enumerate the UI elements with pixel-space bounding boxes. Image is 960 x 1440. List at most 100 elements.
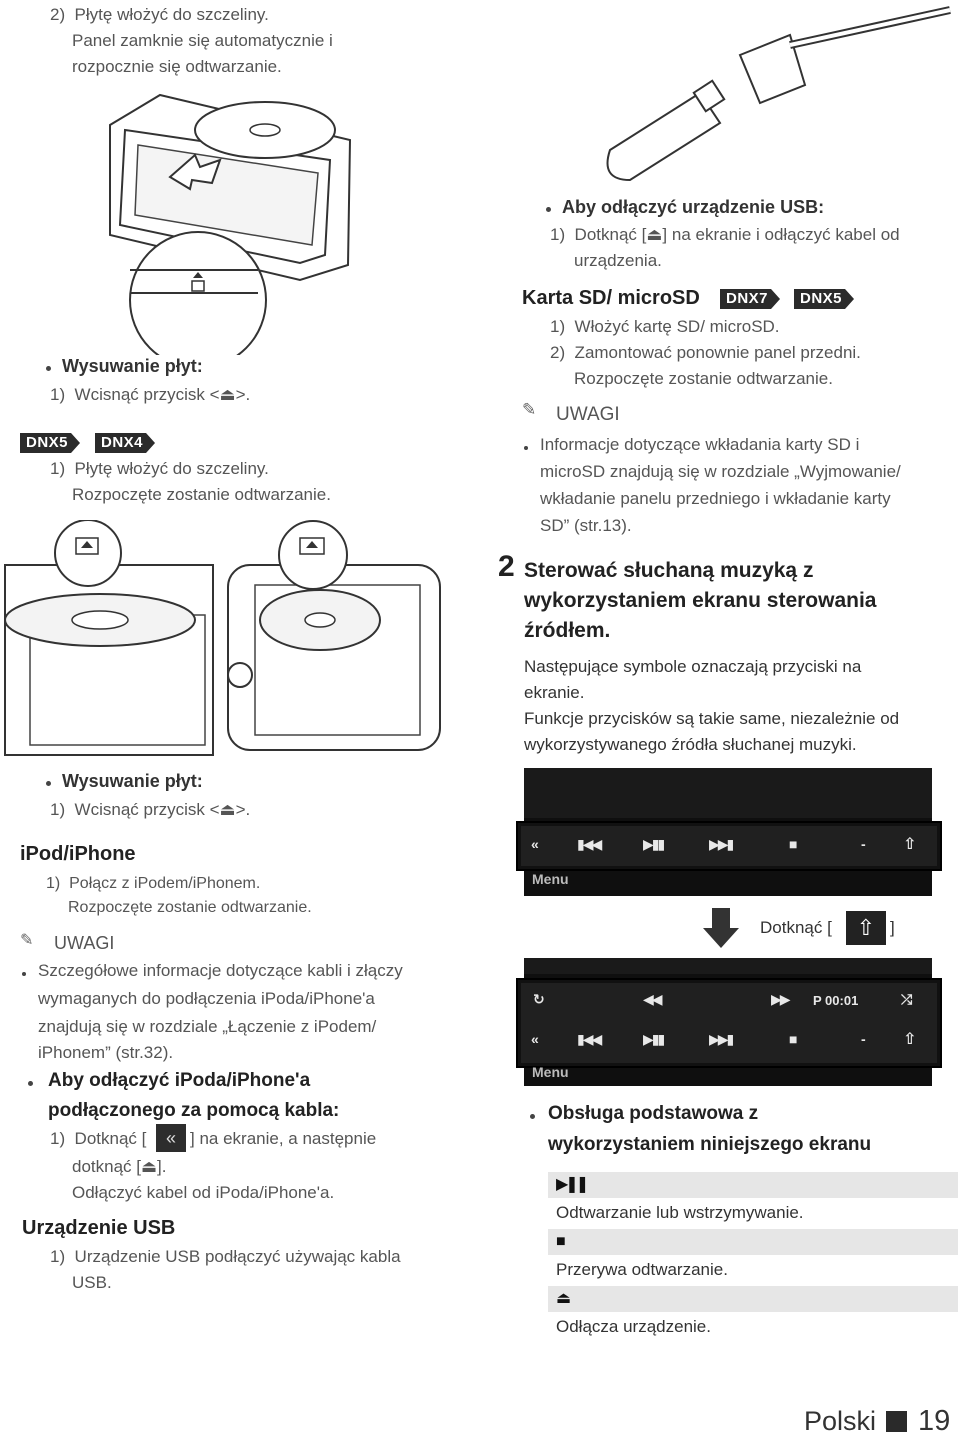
eject1-title: Wysuwanie płyt:: [62, 356, 203, 376]
right-note-line4: SD” (str.13).: [540, 516, 632, 535]
menu-label[interactable]: Menu: [532, 871, 569, 887]
pencil-icon: ✎: [522, 400, 537, 419]
up-arrow-icon[interactable]: ⇧: [903, 1031, 916, 1048]
footer-square-icon: [886, 1411, 907, 1432]
shuffle-icon[interactable]: ⤮: [901, 991, 912, 1007]
badge-dnx4: DNX4: [95, 433, 155, 453]
usb-disc-line1: 1) Dotknąć [⏏] na ekranie i odłączyć kab…: [550, 225, 900, 244]
step2-line3: rozpocznie się odtwarzanie.: [72, 57, 282, 76]
badge-dnx5: DNX5: [20, 433, 80, 453]
bullet-dot: [46, 366, 51, 371]
step-title-line3: źródłem.: [524, 619, 611, 642]
bullet-dot: [28, 1081, 33, 1086]
previous-icon[interactable]: ▮◀◀: [577, 836, 602, 852]
play-pause-icon: ▶❚❚: [556, 1176, 589, 1193]
eject2-step: 1) Wcisnąć przycisk <⏏>.: [50, 800, 251, 819]
eject-icon: ⏏: [556, 1290, 572, 1307]
dnx-step-line2: Rozpoczęte zostanie odtwarzanie.: [72, 485, 331, 504]
back-chevron-icon[interactable]: «: [531, 1031, 539, 1047]
usb-step-line2: USB.: [72, 1273, 112, 1292]
disconnect-ipod-step1a: 1) Dotknąć [: [50, 1129, 147, 1148]
stop-icon[interactable]: ■: [789, 1031, 798, 1047]
up-arrow-icon: ⇧: [846, 911, 886, 945]
note-line1: Szczegółowe informacje dotyczące kabli i…: [38, 961, 403, 980]
ipod-heading: iPod/iPhone: [20, 843, 136, 865]
next-icon[interactable]: ▶▶▮: [709, 1031, 734, 1047]
usb-heading: Urządzenie USB: [22, 1217, 176, 1239]
up-arrow-icon[interactable]: ⇧: [903, 836, 916, 853]
back-chevron-icon[interactable]: «: [531, 836, 539, 852]
stop-icon[interactable]: ■: [789, 836, 798, 852]
footer-page-number: 19: [918, 1405, 951, 1437]
eject-units-illustration: [4, 520, 441, 756]
bullet-dot: [46, 781, 51, 786]
step-title-line2: wykorzystaniem ekranu sterowania: [524, 589, 877, 612]
note-label: UWAGI: [54, 933, 115, 953]
time-display: P 00:01: [813, 993, 859, 1008]
step-title-line1: Sterować słuchaną muzyką z: [524, 559, 814, 582]
op-bar-stop: ■: [548, 1229, 958, 1255]
bullet-dot: [524, 446, 528, 450]
repeat-icon[interactable]: ↻: [533, 991, 545, 1007]
previous-icon[interactable]: ▮◀◀: [577, 1031, 602, 1047]
usb-step-line1: 1) Urządzenie USB podłączyć używając kab…: [50, 1247, 401, 1266]
op-text-eject: Odłącza urządzenie.: [556, 1317, 711, 1336]
note-line4: iPhonem” (str.32).: [38, 1043, 174, 1062]
stop-icon: ■: [556, 1233, 566, 1250]
basic-title-line1: Obsługa podstawowa z: [548, 1103, 759, 1124]
dnx-step-line1: 1) Płytę włożyć do szczeliny.: [50, 459, 269, 478]
step2-line1: 2) Płytę włożyć do szczeliny.: [50, 5, 269, 24]
sd-line1: 1) Włożyć kartę SD/ microSD.: [550, 317, 780, 336]
control-screen-2: ↻ ◀◀ ▶▶ P 00:01 ⤮ « ▮◀◀ ▶▮▮ ▶▶▮ ■ - ⇧ Me…: [516, 958, 942, 1086]
ipod-step-line1: 1) Połącz z iPodem/iPhonem.: [46, 875, 261, 892]
play-pause-icon[interactable]: ▶▮▮: [643, 836, 665, 852]
usb-disc-line2: urządzenia.: [574, 251, 662, 270]
dash-icon: -: [861, 836, 865, 852]
basic-title-line2: wykorzystaniem niniejszego ekranu: [548, 1134, 872, 1155]
control-screen-1: « ▮◀◀ ▶▮▮ ▶▶▮ ■ - ⇧ Menu: [516, 768, 942, 896]
sd-line3: Rozpoczęte zostanie odtwarzanie.: [574, 369, 833, 388]
dash-icon: -: [861, 1031, 865, 1047]
right-note-line2: microSD znajdują się w rozdziale „Wyjmow…: [540, 462, 901, 481]
badge-dnx7: DNX7: [720, 289, 780, 309]
step-body-line2: ekranie.: [524, 683, 585, 702]
pencil-icon: ✎: [20, 932, 34, 949]
op-bar-eject: ⏏: [548, 1286, 958, 1312]
step-body-line3: Funkcje przycisków są takie same, niezal…: [524, 709, 900, 728]
bullet-dot: [22, 972, 26, 976]
disconnect-ipod-step2: dotknąć [⏏].: [72, 1157, 167, 1176]
note-line2: wymaganych do podłączenia iPoda/iPhone'a: [38, 989, 375, 1008]
disconnect-ipod-title-line2: podłączonego za pomocą kabla:: [48, 1100, 340, 1121]
disc-insert-illustration: [109, 93, 352, 355]
control-bar: « ▮◀◀ ▶▮▮ ▶▶▮ ■ - ⇧: [516, 821, 942, 871]
eject2-title: Wysuwanie płyt:: [62, 771, 203, 791]
note-label: UWAGI: [556, 404, 620, 425]
ipod-step-line2: Rozpoczęte zostanie odtwarzanie.: [68, 899, 312, 916]
usb-stick-illustration: [606, 6, 951, 182]
next-icon[interactable]: ▶▶▮: [709, 836, 734, 852]
step2-line2: Panel zamknie się automatycznie i: [72, 31, 333, 50]
touch-label: Dotknąć [: [760, 918, 832, 937]
step-body-line4: wykorzystywanego źródła słuchanej muzyki…: [524, 735, 857, 754]
footer-language: Polski: [804, 1406, 877, 1436]
rewind-icon[interactable]: ◀◀: [643, 991, 662, 1007]
sd-heading: Karta SD/ microSD: [522, 287, 700, 309]
back-chevron-icon: «: [156, 1124, 186, 1152]
extended-control-bar: ↻ ◀◀ ▶▶ P 00:01 ⤮ « ▮◀◀ ▶▮▮ ▶▶▮ ■ - ⇧: [516, 978, 942, 1068]
disconnect-ipod-step3: Odłączyć kabel od iPoda/iPhone'a.: [72, 1183, 335, 1202]
menu-label[interactable]: Menu: [532, 1064, 569, 1080]
disconnect-ipod-step1b: ] na ekranie, a następnie: [190, 1129, 377, 1148]
step-number: 2: [498, 550, 515, 583]
badge-dnx5: DNX5: [794, 289, 854, 309]
right-note-line3: wkładanie panelu przedniego i wkładanie …: [540, 489, 891, 508]
step-body-line1: Następujące symbole oznaczają przyciski …: [524, 657, 862, 676]
bullet-dot: [546, 207, 551, 212]
touch-label-end: ]: [890, 918, 895, 937]
right-note-line1: Informacje dotyczące wkładania karty SD …: [540, 435, 860, 454]
play-pause-icon[interactable]: ▶▮▮: [643, 1031, 665, 1047]
bullet-dot: [530, 1114, 535, 1119]
op-text-play-pause: Odtwarzanie lub wstrzymywanie.: [556, 1203, 804, 1222]
fast-forward-icon[interactable]: ▶▶: [771, 991, 790, 1007]
eject1-step: 1) Wcisnąć przycisk <⏏>.: [50, 385, 251, 404]
note-line3: znajdują się w rozdziale „Łączenie z iPo…: [38, 1017, 377, 1036]
